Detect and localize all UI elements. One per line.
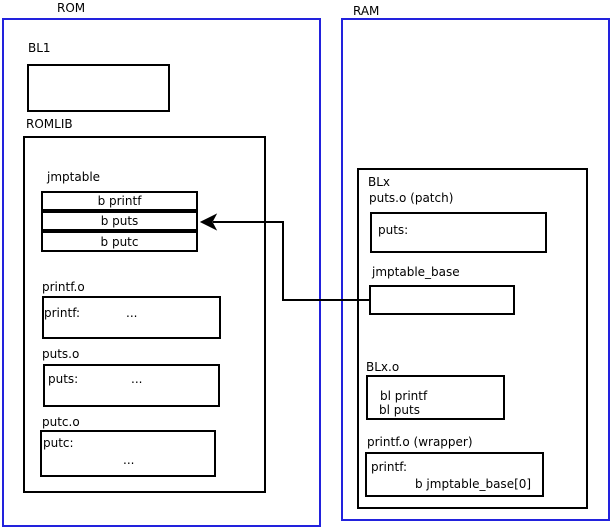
printf-wrapper-box: printf: b jmptable_base[0] — [365, 452, 544, 497]
blx-o-line-bl-printf: bl printf — [380, 389, 428, 403]
blx-o-box: bl printf bl puts — [366, 375, 505, 420]
printf-o-label: printf.o — [42, 280, 85, 294]
ram-section-label: RAM — [353, 4, 380, 18]
putc-body-ellipsis: ... — [123, 453, 135, 467]
puts-o-label: puts.o — [42, 347, 80, 361]
jmptable-base-label: jmptable_base — [372, 265, 460, 279]
printf-symbol: printf: — [44, 306, 81, 320]
jmptable-label: jmptable — [47, 170, 101, 184]
rom-section-label: ROM — [57, 1, 86, 15]
puts-o-box: puts: ... — [43, 364, 220, 407]
puts-symbol: puts: — [48, 372, 79, 386]
puts-body-ellipsis: ... — [131, 372, 143, 386]
jmptable-entry-putc: b putc — [41, 231, 198, 252]
printf-wrapper-branch: b jmptable_base[0] — [415, 477, 532, 491]
blx-o-line-bl-puts: bl puts — [379, 403, 420, 417]
bl1-label: BL1 — [28, 41, 51, 55]
printf-wrapper-label: printf.o (wrapper) — [367, 435, 473, 449]
puts-patch-label: puts.o (patch) — [369, 191, 454, 205]
printf-body-ellipsis: ... — [126, 306, 138, 320]
blx-label: BLx — [368, 175, 391, 189]
putc-o-label: putc.o — [42, 415, 80, 429]
putc-symbol: putc: — [43, 436, 74, 450]
puts-patch-symbol: puts: — [378, 223, 409, 237]
puts-patch-box: puts: — [370, 212, 547, 253]
bl1-box — [27, 64, 170, 112]
blx-o-label: BLx.o — [366, 360, 400, 374]
jmptable-entry-printf: b printf — [41, 191, 198, 211]
putc-o-box: putc: ... — [40, 430, 216, 477]
printf-wrapper-symbol: printf: — [371, 460, 408, 474]
romlib-label: ROMLIB — [26, 117, 73, 131]
jmptable-entry-puts: b puts — [41, 211, 198, 231]
jmptable-base-box — [369, 285, 515, 315]
printf-o-box: printf: ... — [42, 296, 221, 339]
